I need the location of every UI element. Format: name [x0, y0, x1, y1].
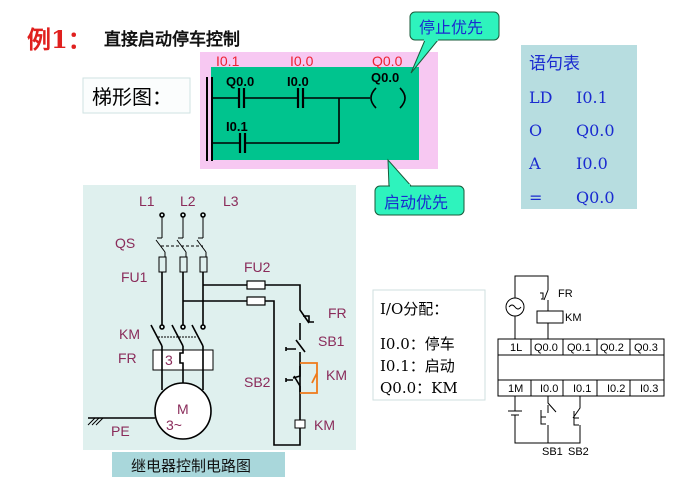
fr-contact-icon: [299, 306, 314, 336]
stl-operand: Q0.0: [576, 121, 615, 140]
label-km-aux: KM: [326, 367, 347, 383]
relay-caption: 继电器控制电路图: [131, 458, 251, 475]
terminal-1l: 1L: [510, 342, 522, 354]
terminal-q03: Q0.3: [634, 342, 658, 354]
plc-label-fr: FR: [558, 288, 573, 300]
contact-label-q00: Q0.0: [226, 74, 254, 89]
stl-operand: I0.1: [576, 88, 608, 107]
label-l2: L2: [180, 193, 196, 209]
stl-op: O: [529, 121, 542, 140]
plc-label-sb1: SB1: [542, 446, 563, 458]
motor-icon: [154, 382, 212, 440]
three-phase-lines-icon: [87, 212, 318, 446]
statement-list-title: 语句表: [529, 54, 580, 74]
sb2-icon: [285, 362, 301, 392]
io-assignment: I/O分配： I0.0：停车 I0.1：启动 Q0.0：KM: [372, 289, 486, 401]
label-motor-phase: 3~: [166, 417, 182, 433]
sb1-icon: [285, 336, 306, 362]
coil-icon: [370, 87, 377, 109]
fr-contact-icon: [540, 289, 549, 301]
terminal-q01: Q0.1: [567, 342, 591, 354]
plc-label-sb2: SB2: [568, 446, 589, 458]
label-l3: L3: [223, 193, 239, 209]
stl-op: =: [529, 188, 542, 207]
label-sb1: SB1: [318, 333, 345, 349]
stl-operand: Q0.0: [576, 188, 615, 207]
contact-label-i00: I0.0: [287, 74, 309, 89]
km-aux-contact-icon: [300, 362, 318, 394]
statement-list: 语句表 LD I0.1 O Q0.0 A I0.0 = Q0.0: [521, 45, 637, 209]
stl-operand: I0.0: [576, 154, 608, 173]
terminal-i00: I0.0: [540, 383, 558, 395]
label-km: KM: [119, 326, 140, 342]
relay-circuit: L1 L2 L3: [83, 185, 356, 477]
label-fu1: FU1: [121, 269, 148, 285]
label-fr-box: 3: [165, 352, 173, 368]
label-fu2: FU2: [244, 259, 271, 275]
callout-stop-text: 停止优先: [419, 19, 483, 37]
callout-start-text: 启动优先: [384, 194, 448, 212]
plc-label-km: KM: [565, 312, 582, 324]
plc-terminal-block: [497, 338, 665, 397]
hidden-label-i00: I0.0: [290, 53, 314, 69]
label-pe: PE: [111, 423, 130, 439]
plc-wiring: FR KM 1L Q0.0 Q0.1 Q0.2 Q0.3 1M I0.0 I0.…: [497, 275, 665, 458]
coil-label: Q0.0: [371, 70, 399, 85]
input-switches-icon: [508, 396, 581, 444]
io-row: I0.1：启动: [380, 357, 455, 375]
hidden-label-q00: Q0.0: [372, 53, 403, 69]
terminal-i01: I0.1: [573, 383, 591, 395]
terminal-i02: I0.2: [607, 383, 625, 395]
io-row: I0.0：停车: [380, 335, 455, 353]
terminal-q02: Q0.2: [600, 342, 624, 354]
terminal-1m: 1M: [508, 383, 523, 395]
stl-op: A: [528, 154, 541, 173]
label-motor: M: [177, 401, 189, 417]
callout-stop-priority: 停止优先: [409, 11, 500, 74]
label-fr-contact: FR: [328, 305, 347, 321]
io-title: I/O分配：: [380, 300, 448, 318]
hidden-label-i01: I0.1: [216, 53, 240, 69]
terminal-q00: Q0.0: [534, 342, 558, 354]
callout-start-priority: 启动优先: [374, 158, 465, 216]
ladder-label-box: 梯形图：: [82, 77, 191, 114]
label-fr: FR: [118, 350, 137, 366]
io-row: Q0.0：KM: [380, 379, 458, 397]
terminal-i03: I0.3: [640, 383, 658, 395]
km-coil-icon: [294, 419, 306, 429]
label-l1: L1: [139, 193, 155, 209]
page-title: 直接启动停车控制: [104, 29, 240, 49]
label-sb2: SB2: [244, 374, 271, 390]
km-coil-icon: [536, 310, 564, 324]
ladder-label: 梯形图：: [92, 85, 172, 109]
label-km-coil: KM: [314, 417, 335, 433]
example-number: 例1：: [27, 25, 92, 54]
stl-op: LD: [529, 88, 552, 107]
ground-icon: [87, 417, 104, 426]
contact-label-i01: I0.1: [226, 119, 248, 134]
label-qs: QS: [115, 235, 135, 251]
ladder-diagram: I0.1 I0.0 Q0.0 Q0.0 I0.0 I0.1 Q0.0: [200, 52, 438, 169]
